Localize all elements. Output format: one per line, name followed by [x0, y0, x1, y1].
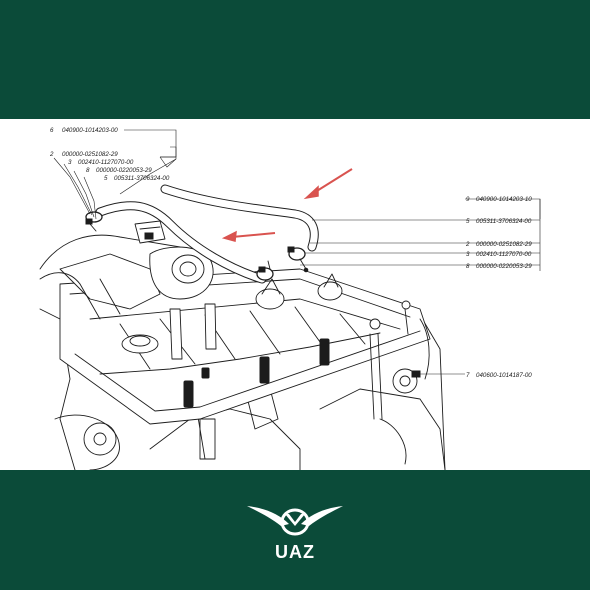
diagram-panel: 6 040900-1014203-00 2 000000-0251082-29 …	[0, 119, 590, 470]
svg-text:9: 9	[466, 196, 470, 203]
callout-left-2: 2 000000-0251082-29	[49, 151, 118, 158]
svg-text:000000-0220053-29: 000000-0220053-29	[476, 263, 532, 270]
svg-text:5: 5	[104, 175, 108, 182]
engine-drawing	[39, 220, 446, 470]
top-brand-band	[0, 0, 590, 119]
svg-text:040900-1014203-10: 040900-1014203-10	[476, 196, 532, 203]
svg-text:040900-1014203-00: 040900-1014203-00	[62, 127, 118, 134]
brand-name: UAZ	[275, 542, 315, 562]
callout-right-3: 3 002410-1127070-00	[466, 251, 532, 258]
uaz-winged-emblem-icon	[0, 500, 590, 547]
flow-arrows	[221, 168, 353, 242]
hose-clamp-left	[85, 211, 103, 232]
svg-text:7: 7	[466, 372, 470, 379]
spark-plug-tubes	[183, 338, 330, 408]
callout-right-5: 5 005311-3706324-00	[466, 218, 532, 225]
svg-text:3: 3	[68, 159, 72, 166]
callouts-right: 9 040900-1014203-10 5 005311-3706324-00 …	[465, 196, 532, 379]
callout-right-7: 7 040600-1014187-00	[466, 372, 532, 379]
svg-text:002410-1127070-00: 002410-1127070-00	[476, 251, 532, 258]
engine-diagram: 6 040900-1014203-00 2 000000-0251082-29 …	[39, 127, 541, 470]
svg-text:005311-3706324-00: 005311-3706324-00	[476, 218, 532, 225]
svg-text:002410-1127070-00: 002410-1127070-00	[78, 159, 134, 166]
svg-text:6: 6	[50, 127, 54, 134]
callout-left-3: 3 002410-1127070-00	[68, 159, 134, 166]
svg-text:040600-1014187-00: 040600-1014187-00	[476, 372, 532, 379]
svg-text:8: 8	[466, 263, 470, 270]
svg-text:000000-0251082-29: 000000-0251082-29	[62, 151, 118, 158]
breather-hoses	[85, 184, 319, 284]
callout-right-2: 2 000000-0251082-29	[465, 241, 532, 248]
callout-left-8: 8 000000-0220053-29	[86, 167, 152, 174]
svg-text:000000-0251082-29: 000000-0251082-29	[476, 241, 532, 248]
callouts-left: 6 040900-1014203-00 2 000000-0251082-29 …	[49, 127, 170, 182]
callout-left-6: 6 040900-1014203-00	[50, 127, 118, 134]
svg-text:3: 3	[466, 251, 470, 258]
svg-text:5: 5	[466, 218, 470, 225]
callout-left-5: 5 005311-3706324-00	[104, 175, 170, 182]
leader-lines	[53, 129, 541, 375]
callout-right-8: 8 000000-0220053-29	[466, 263, 532, 270]
svg-text:8: 8	[86, 167, 90, 174]
svg-text:000000-0220053-29: 000000-0220053-29	[96, 167, 152, 174]
callout-right-9: 9 040900-1014203-10	[466, 196, 532, 203]
svg-text:2: 2	[465, 241, 470, 248]
hose-clamp-right	[287, 246, 309, 273]
hose-clamp-middle	[256, 260, 274, 281]
svg-text:2: 2	[49, 151, 54, 158]
bottom-brand-band: UAZ	[0, 470, 590, 590]
svg-text:005311-3706324-00: 005311-3706324-00	[114, 175, 170, 182]
